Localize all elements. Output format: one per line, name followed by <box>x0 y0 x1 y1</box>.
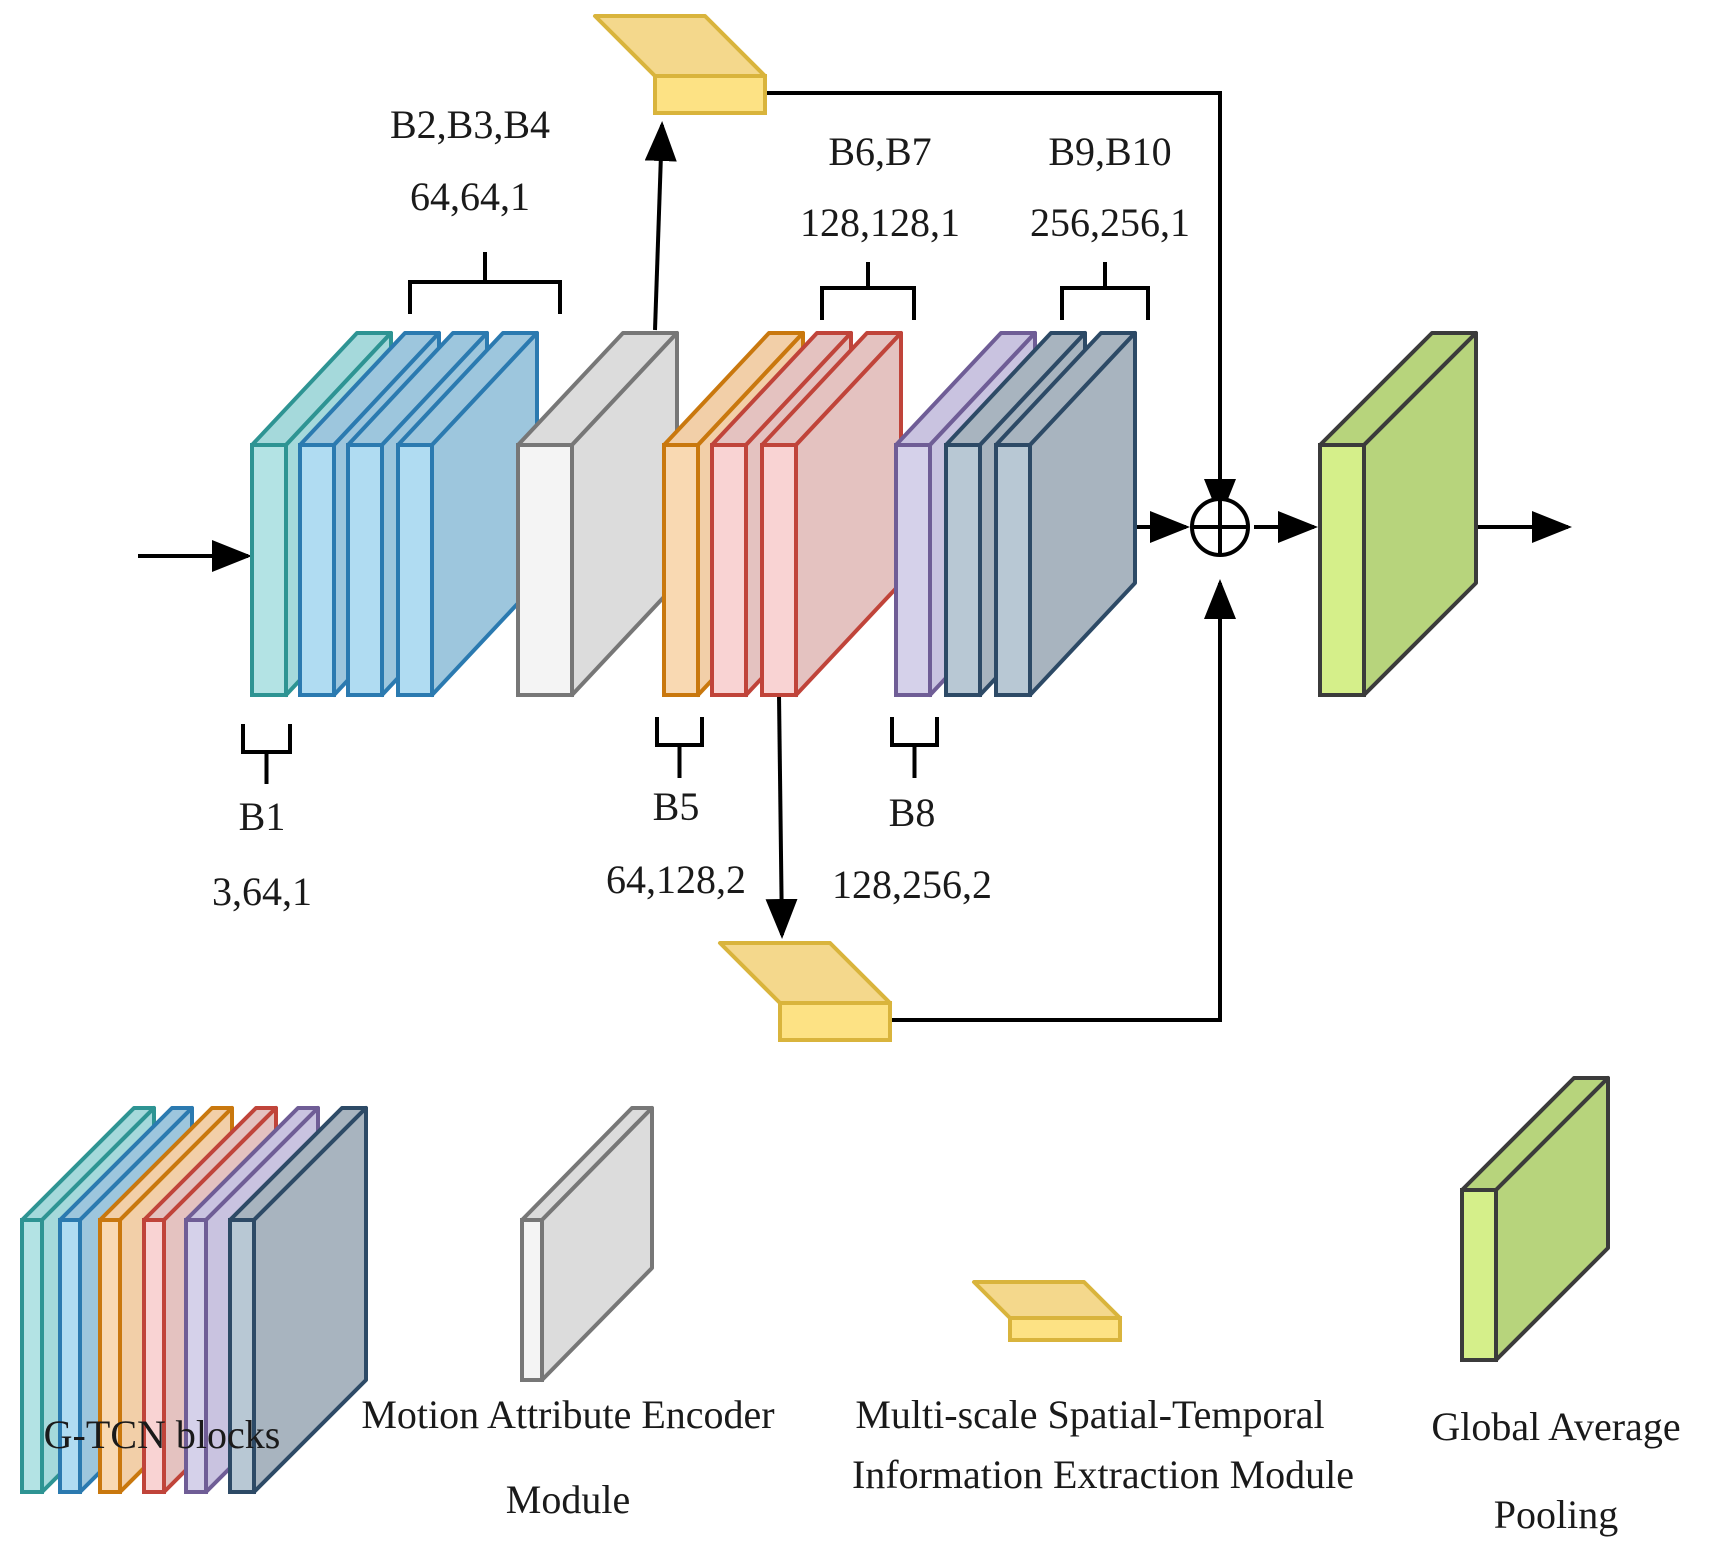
bracket-b5 <box>655 717 704 778</box>
label-b1-name: B1 <box>239 794 286 839</box>
label-b910-dims: 256,256,1 <box>1030 200 1190 245</box>
brackets <box>241 252 1150 784</box>
label-b8-dims: 128,256,2 <box>832 862 992 907</box>
legend-msti-icon <box>972 1280 1122 1342</box>
legend-mae-label-2: Module <box>506 1477 630 1522</box>
label-b1-dims: 3,64,1 <box>212 869 312 914</box>
legend-gap-label-2: Pooling <box>1494 1492 1618 1537</box>
label-b8-name: B8 <box>889 790 936 835</box>
block-msti-bottom <box>718 941 892 1042</box>
label-b67-dims: 128,128,1 <box>800 200 960 245</box>
bracket-b1 <box>241 724 292 784</box>
legend-gtcn-label: G-TCN blocks <box>44 1412 281 1457</box>
label-b67-name: B6,B7 <box>828 129 931 174</box>
arrow-to-msti-bottom <box>765 694 798 939</box>
block-motion-encoder <box>516 331 679 697</box>
line-msti-top-to-sum <box>765 91 1236 519</box>
sum-node <box>1190 497 1250 557</box>
label-b5-name: B5 <box>653 784 700 829</box>
bracket-b67 <box>820 262 916 320</box>
block-global-avg-pool <box>1318 331 1478 697</box>
bracket-b910 <box>1060 262 1150 320</box>
legend-msti-label-1: Multi-scale Spatial-Temporal <box>855 1392 1324 1437</box>
legend-msti-label-2: Information Extraction Module <box>852 1452 1354 1497</box>
arrow-to-msti-top <box>644 121 677 331</box>
label-b234-dims: 64,64,1 <box>410 174 530 219</box>
block-msti-top <box>593 14 767 115</box>
block-b7 <box>760 331 903 697</box>
legend-gap-icon <box>1460 1076 1610 1362</box>
blocks <box>20 14 1610 1494</box>
bracket-b234 <box>408 252 562 314</box>
bracket-b8 <box>890 717 939 778</box>
label-b910-name: B9,B10 <box>1048 129 1171 174</box>
block-b10 <box>994 331 1137 697</box>
legend-gtcn-icon <box>20 1106 368 1494</box>
legend-gap-label-1: Global Average <box>1431 1404 1680 1449</box>
label-b234-name: B2,B3,B4 <box>390 102 550 147</box>
legend-mae-label-1: Motion Attribute Encoder <box>361 1392 774 1437</box>
label-b5-dims: 64,128,2 <box>606 857 746 902</box>
block-b4 <box>396 331 539 697</box>
legend-mae-icon <box>520 1106 654 1382</box>
line-msti-bottom-to-sum <box>890 579 1236 1022</box>
